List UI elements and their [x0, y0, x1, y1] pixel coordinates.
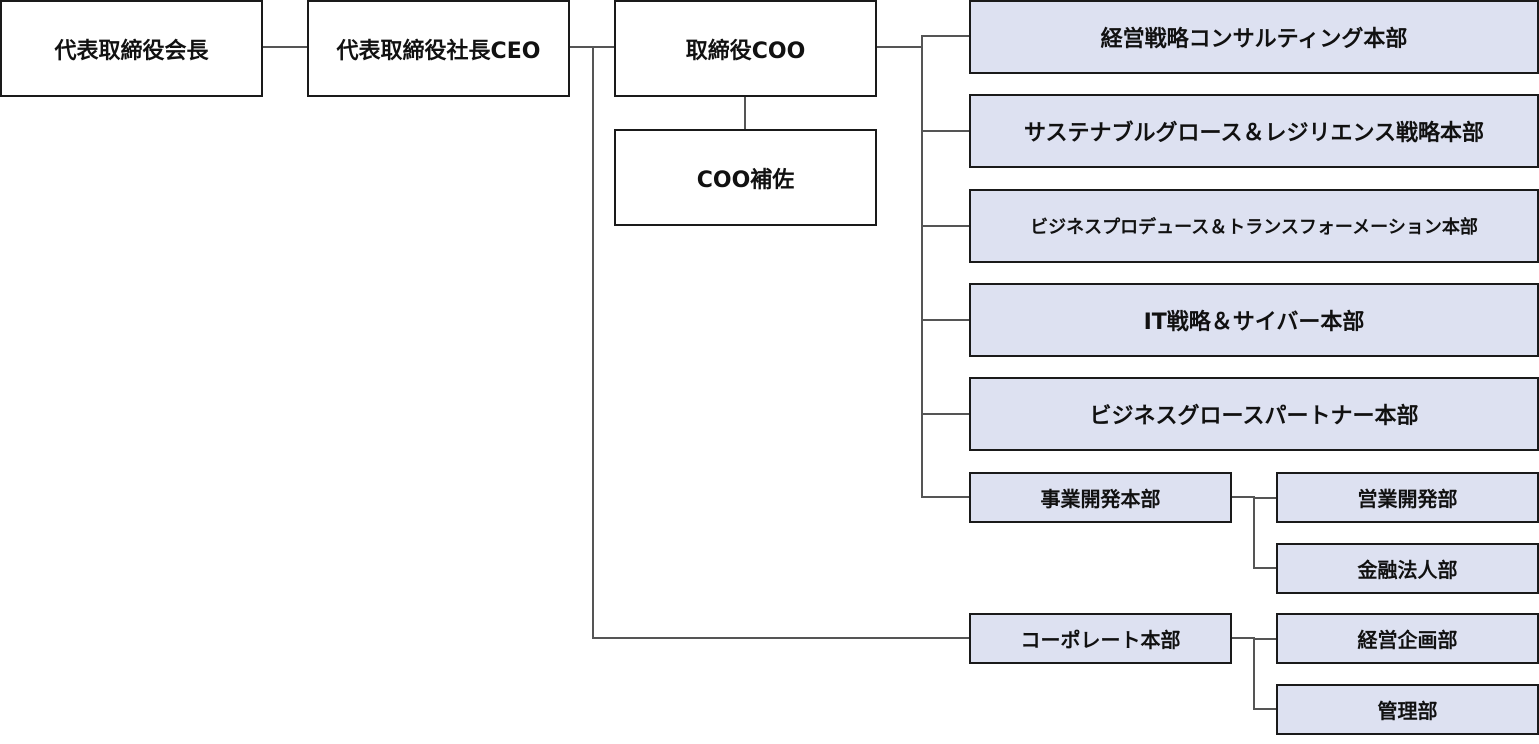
connector-bizdev-trunk — [1253, 496, 1255, 568]
connector-ceo-trunk — [592, 46, 594, 639]
connector-corporate-dept-1 — [1253, 638, 1277, 640]
chairman-box: 代表取締役会長 — [0, 0, 263, 97]
department-corporate-planning: 経営企画部 — [1276, 613, 1539, 664]
connector-division-2 — [921, 130, 970, 132]
connector-division-6 — [921, 496, 970, 498]
connector-chairman-ceo — [262, 46, 308, 48]
connector-coo-divisions — [876, 46, 922, 48]
connector-bizdev-dept-2 — [1253, 567, 1277, 569]
division-business-produce: ビジネスプロデュース＆トランスフォーメーション本部 — [969, 189, 1539, 263]
coo-box: 取締役COO — [614, 0, 877, 97]
division-strategy-consulting: 経営戦略コンサルティング本部 — [969, 0, 1539, 74]
ceo-box: 代表取締役社長CEO — [307, 0, 570, 97]
connector-bizdev-dept-1 — [1253, 497, 1277, 499]
connector-coo-assistant — [744, 96, 746, 130]
department-administration: 管理部 — [1276, 684, 1539, 735]
division-corporate: コーポレート本部 — [969, 613, 1232, 664]
division-business-development: 事業開発本部 — [969, 472, 1232, 523]
connector-divisions-trunk — [921, 35, 923, 498]
department-sales-development: 営業開発部 — [1276, 472, 1539, 523]
connector-division-4 — [921, 319, 970, 321]
connector-corporate-trunk — [1253, 637, 1255, 709]
connector-to-corporate — [592, 637, 970, 639]
connector-division-3 — [921, 225, 970, 227]
connector-corporate-out — [1231, 637, 1255, 639]
division-business-growth-partner: ビジネスグロースパートナー本部 — [969, 377, 1539, 451]
connector-bizdev-out — [1231, 496, 1255, 498]
division-sustainable-growth: サステナブルグロース＆レジリエンス戦略本部 — [969, 94, 1539, 168]
division-it-cyber: IT戦略＆サイバー本部 — [969, 283, 1539, 357]
connector-division-5 — [921, 413, 970, 415]
department-financial-corporate: 金融法人部 — [1276, 543, 1539, 594]
coo-assistant-box: COO補佐 — [614, 129, 877, 226]
connector-corporate-dept-2 — [1253, 708, 1277, 710]
connector-division-1 — [921, 35, 970, 37]
